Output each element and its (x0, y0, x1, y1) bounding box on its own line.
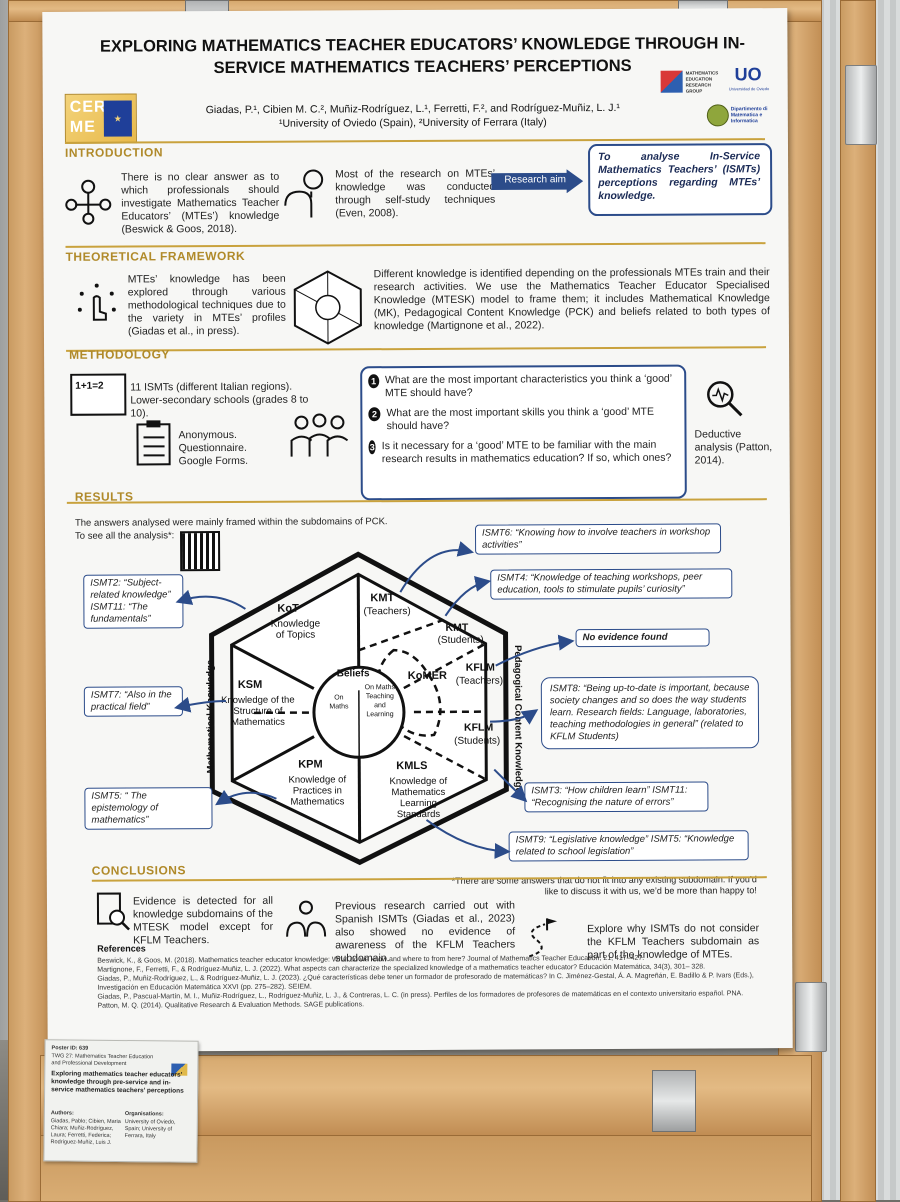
frame-far-right-post (840, 0, 876, 1202)
poster-label-card: Poster ID: 639 TWG 27: Mathematics Teach… (43, 1039, 198, 1163)
label-authors-head: Authors: (51, 1110, 74, 1117)
hinge-top (845, 65, 877, 145)
poster: EXPLORING MATHEMATICS TEACHER EDUCATORS’… (42, 8, 792, 1052)
references-list: Beswick, K., & Goos, M. (2018). Mathemat… (97, 953, 767, 1011)
conclusion-1: Evidence is detected for all knowledge s… (133, 895, 273, 948)
label-orgs: University of Oviedo, Spain; University … (125, 1119, 191, 1141)
label-code: Poster ID: 639 (52, 1045, 89, 1052)
label-group: TWG 27: Mathematics Teacher Education an… (51, 1053, 163, 1068)
references-heading: References (97, 943, 146, 953)
clip-bottom-right (652, 1070, 696, 1132)
document-search-icon (95, 892, 131, 932)
conclusions-heading: CONCLUSIONS (92, 863, 186, 877)
label-org-head: Organisations: (125, 1111, 164, 1118)
label-authors: Giadas, Pablo; Cibien, Maria Chiara; Muñ… (51, 1118, 121, 1147)
hinge-bottom (795, 982, 827, 1052)
label-title: Exploring mathematics teacher educators’… (51, 1070, 191, 1095)
idea-people-icon (283, 898, 329, 938)
